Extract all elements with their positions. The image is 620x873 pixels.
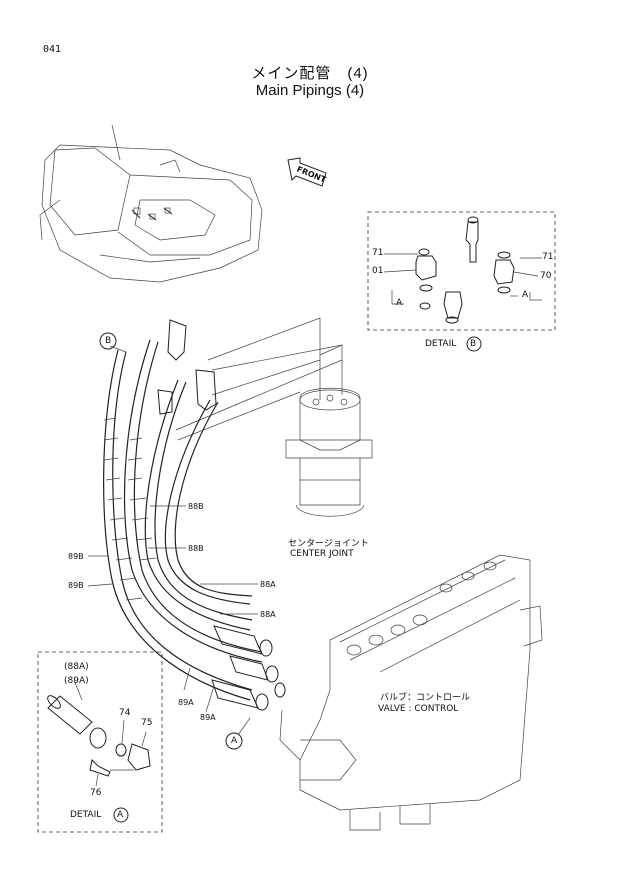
marker-a-circle xyxy=(225,732,243,750)
callout-71-left: 71 xyxy=(372,248,384,258)
control-valve-drawing xyxy=(279,554,543,831)
callout-89a-right: 89A xyxy=(200,713,216,722)
callout-89b-lower: 89B xyxy=(68,581,84,590)
valve-label-en: VALVE : CONTROL xyxy=(378,704,459,714)
callout-76: 76 xyxy=(90,788,102,798)
callout-71-right: 71 xyxy=(542,252,554,262)
center-joint-label-en: CENTER JOINT xyxy=(290,549,354,559)
callout-88a-lower: 88A xyxy=(260,610,276,619)
callout-leaders xyxy=(87,345,258,736)
marker-a-letter: A xyxy=(231,736,238,746)
center-joint-drawing xyxy=(175,317,373,517)
title-japanese: メイン配管 (4) xyxy=(251,65,369,82)
hose-bundle xyxy=(103,319,286,711)
callout-89a-left: 89A xyxy=(178,698,194,707)
callout-a-left: A xyxy=(396,298,403,308)
marker-b-letter: B xyxy=(105,336,112,346)
callout-74: 74 xyxy=(119,708,131,718)
callout-01: 01 xyxy=(372,266,384,276)
detail-a-circle-letter: A xyxy=(117,810,124,820)
valve-label-jp: バルブ：コントロール xyxy=(380,693,471,703)
marker-b-circle xyxy=(99,332,117,350)
callout-88a-upper: 88A xyxy=(260,580,276,589)
detail-b-label: DETAIL xyxy=(425,339,457,349)
detail-b-circle-letter: B xyxy=(470,339,477,349)
detail-a-part-89a: (89A) xyxy=(64,676,89,686)
callout-89b-upper: 89B xyxy=(68,552,84,561)
callout-75: 75 xyxy=(141,718,153,728)
title-english: Main Pipings (4) xyxy=(255,82,365,99)
callout-a-right: A xyxy=(522,290,529,300)
detail-a-box xyxy=(37,651,163,833)
detail-a-label: DETAIL xyxy=(70,810,102,820)
excavator-outline xyxy=(39,124,263,283)
page-number: 041 xyxy=(43,44,62,55)
callout-88b-lower: 88B xyxy=(188,544,204,553)
center-joint-label-jp: センタージョイント xyxy=(288,539,369,549)
callout-70: 70 xyxy=(540,271,552,281)
front-arrow-icon xyxy=(287,157,327,187)
detail-a-part-88a: (88A) xyxy=(64,662,89,672)
detail-b-box xyxy=(367,211,556,352)
callout-88b-upper: 88B xyxy=(188,502,204,511)
